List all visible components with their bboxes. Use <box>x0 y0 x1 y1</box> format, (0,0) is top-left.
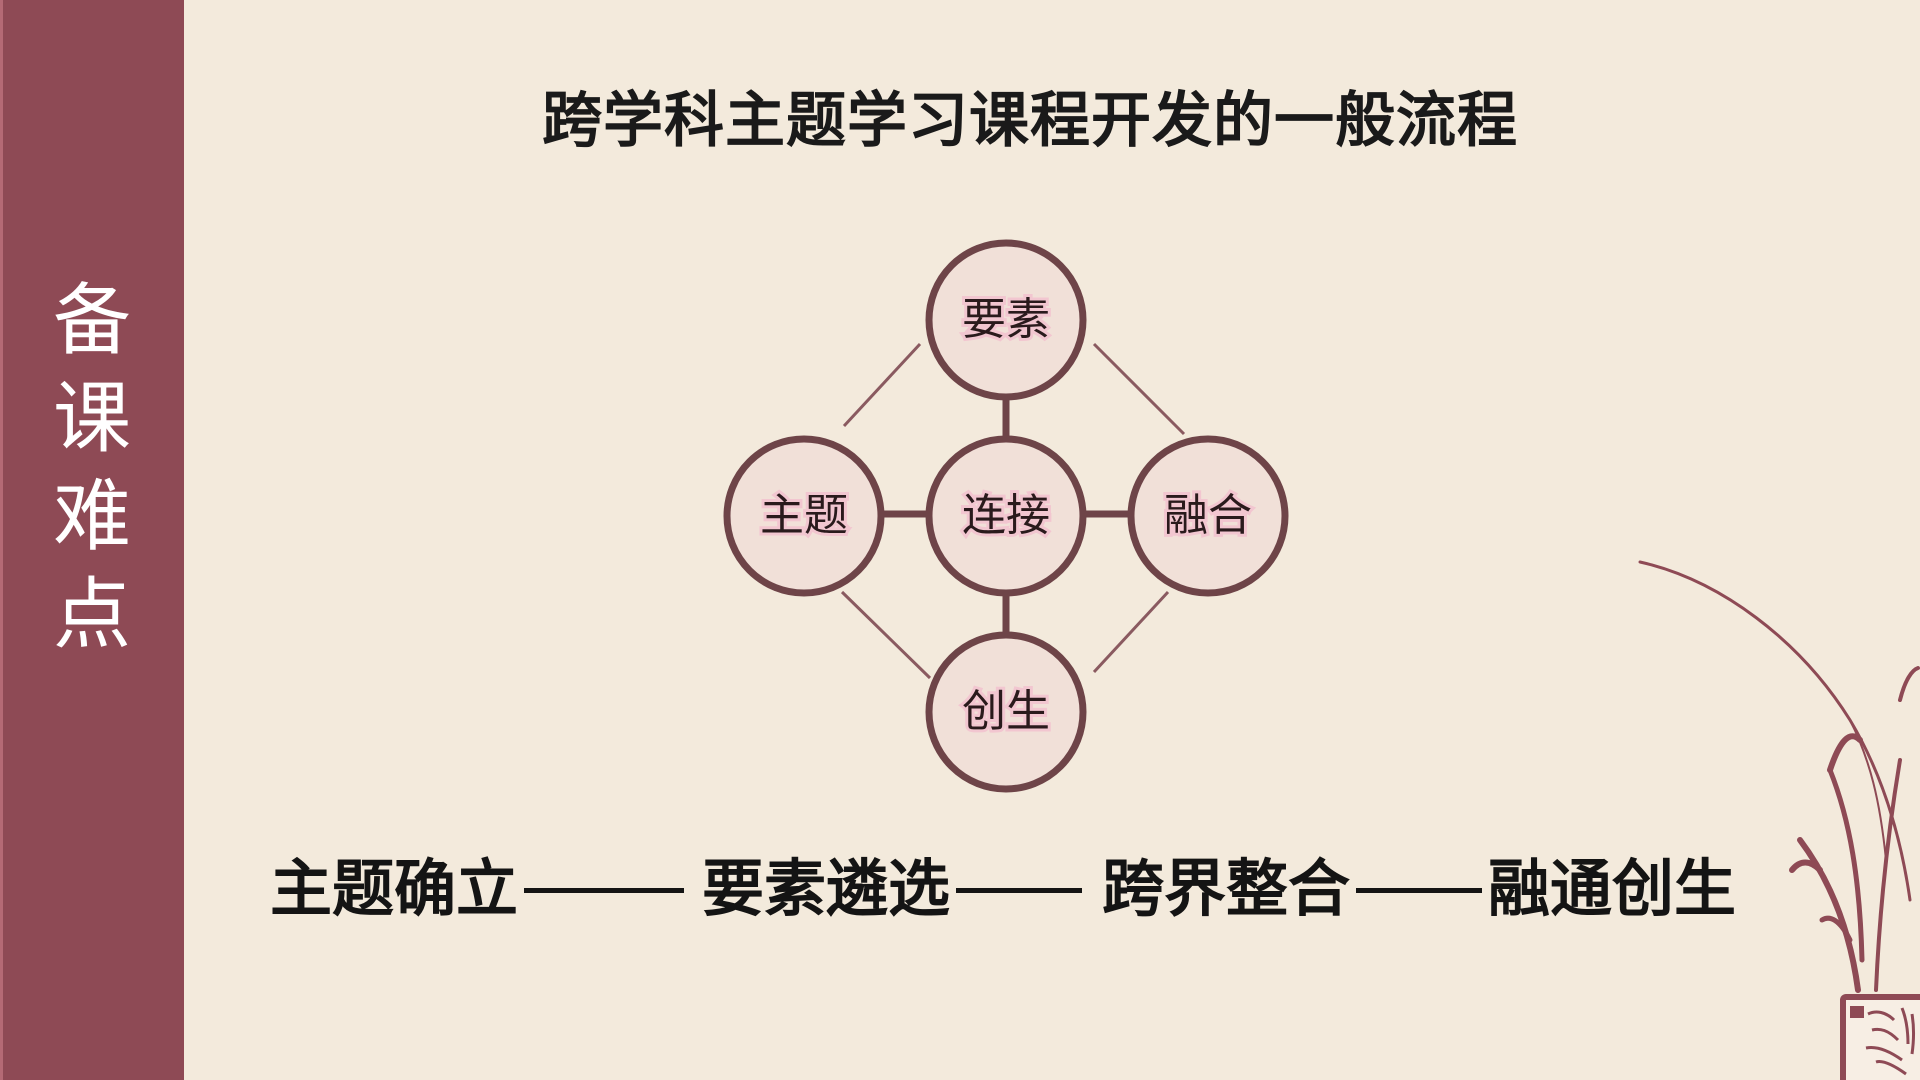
sidebar-title-char: 课 <box>52 374 131 464</box>
sidebar-title-char: 难 <box>52 472 131 562</box>
flow-step: 主题确立 <box>270 852 519 925</box>
flow-separator <box>1356 887 1483 893</box>
sidebar-title-char: 点 <box>52 570 131 660</box>
flow-separator <box>956 887 1083 893</box>
page-title: 跨学科主题学习课程开发的一般流程 <box>542 86 1518 156</box>
sidebar-vertical-title: 备 课 难 点 <box>0 272 184 664</box>
sidebar-title-char: 备 <box>52 276 131 366</box>
connector-bottom-left <box>840 590 932 680</box>
node-top: 要素 <box>925 239 1087 401</box>
node-right-label: 融合 <box>1164 490 1252 541</box>
node-center: 连接 <box>925 435 1087 597</box>
connector-top-left <box>842 342 922 428</box>
node-right: 融合 <box>1127 435 1289 597</box>
flow-separator <box>524 887 685 893</box>
sidebar: 备 课 难 点 <box>0 0 184 1080</box>
connector-bottom-right <box>1092 590 1170 674</box>
node-center-label: 连接 <box>962 490 1050 541</box>
connector-top-right <box>1092 342 1186 436</box>
flow-step: 融通创生 <box>1488 852 1737 925</box>
seal-logo-icon <box>1840 994 1920 1080</box>
flow-step: 跨界整合 <box>1102 852 1351 925</box>
orchid-branch-icon <box>1638 560 1920 993</box>
flow-step: 要素遴选 <box>702 852 951 925</box>
flow-steps: 主题确立 要素遴选 跨界整合 融通创生 <box>270 838 1770 928</box>
seal-logo-inner <box>1846 1000 1920 1080</box>
node-bottom-label: 创生 <box>962 686 1050 737</box>
node-top-label: 要素 <box>962 294 1050 345</box>
node-left: 主题 <box>723 435 885 597</box>
seal-logo-graphic <box>1850 1006 1915 1076</box>
node-left-label: 主题 <box>760 490 848 541</box>
node-bottom: 创生 <box>925 631 1087 793</box>
